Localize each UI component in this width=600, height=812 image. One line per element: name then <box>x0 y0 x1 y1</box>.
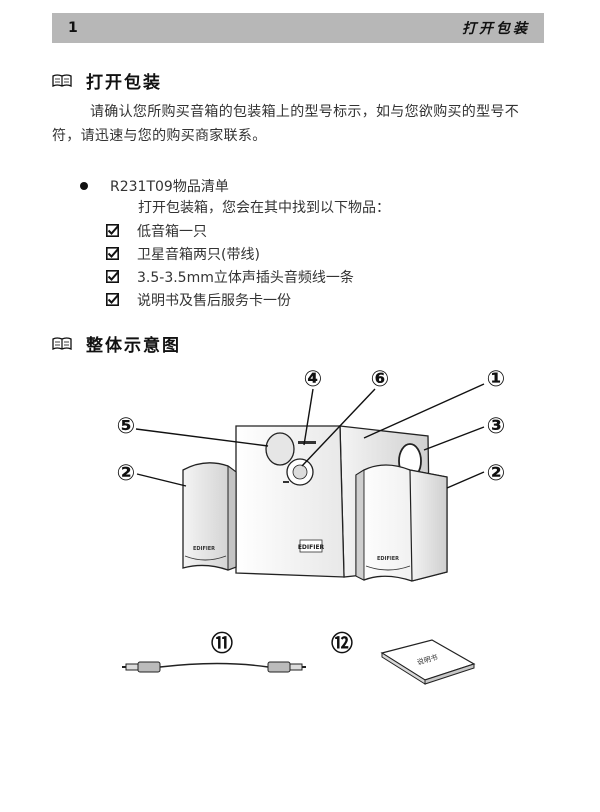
callout-5: ⑤ <box>117 414 136 439</box>
callout-11: ⑪ <box>211 631 233 657</box>
packing-list-intro: 打开包装箱，您会在其中找到以下物品： <box>138 200 390 216</box>
list-item-label: 卫星音箱两只(带线) <box>137 246 260 263</box>
callout-12: ⑫ <box>331 631 353 657</box>
callout-3: ③ <box>487 414 506 439</box>
list-item: 卫星音箱两只(带线) <box>106 242 354 265</box>
callout-1: ① <box>487 367 506 392</box>
page-number: 1 <box>68 20 78 36</box>
open-book-icon <box>52 73 72 87</box>
section-heading-overview: 整体示意图 <box>52 331 181 356</box>
bullet-dot-icon <box>80 182 88 190</box>
callout-2-right: ② <box>487 461 506 486</box>
section-heading-unpack: 打开包装 <box>52 68 162 93</box>
bass-knob <box>265 432 295 466</box>
callout-2-left: ② <box>117 461 136 486</box>
list-item: 低音箱一只 <box>106 219 354 242</box>
callout-6: ⑥ <box>371 367 390 392</box>
section-title: 整体示意图 <box>86 336 181 356</box>
page-header: 1 打开包装 <box>52 13 544 43</box>
section-title: 打开包装 <box>86 73 162 93</box>
right-speaker-brand-label: EDIFIER <box>377 556 399 562</box>
packing-list-title: R231T09物品清单 <box>110 179 229 195</box>
checked-box-icon <box>106 270 119 283</box>
subwoofer-brand-label: EDIFIER <box>298 544 325 551</box>
right-satellite-speaker: EDIFIER <box>355 464 448 582</box>
list-item-label: 说明书及售后服务卡一份 <box>137 292 291 309</box>
list-item-label: 3.5-3.5mm立体声插头音频线一条 <box>137 269 354 286</box>
checked-box-icon <box>106 293 119 306</box>
list-item: 说明书及售后服务卡一份 <box>106 288 354 311</box>
audio-cable <box>122 661 306 673</box>
open-book-icon <box>52 336 72 350</box>
list-item-label: 低音箱一只 <box>137 223 207 240</box>
callout-4: ④ <box>304 367 323 392</box>
packing-list-heading: R231T09物品清单 <box>80 176 229 196</box>
leader-lines <box>135 383 485 489</box>
list-item: 3.5-3.5mm立体声插头音频线一条 <box>106 265 354 288</box>
left-satellite-speaker: EDIFIER <box>182 462 237 571</box>
user-manual-booklet: 说明书 <box>380 639 476 685</box>
intro-paragraph: 请确认您所购买音箱的包装箱上的型号标示，如与您欲购买的型号不符，请迅速与您的购买… <box>52 104 519 144</box>
left-speaker-brand-label: EDIFIER <box>193 546 215 552</box>
packing-checklist: 低音箱一只 卫星音箱两只(带线) 3.5-3.5mm立体声插头音频线一条 说明书… <box>106 219 354 311</box>
checked-box-icon <box>106 224 119 237</box>
header-title: 打开包装 <box>462 21 530 37</box>
checked-box-icon <box>106 247 119 260</box>
